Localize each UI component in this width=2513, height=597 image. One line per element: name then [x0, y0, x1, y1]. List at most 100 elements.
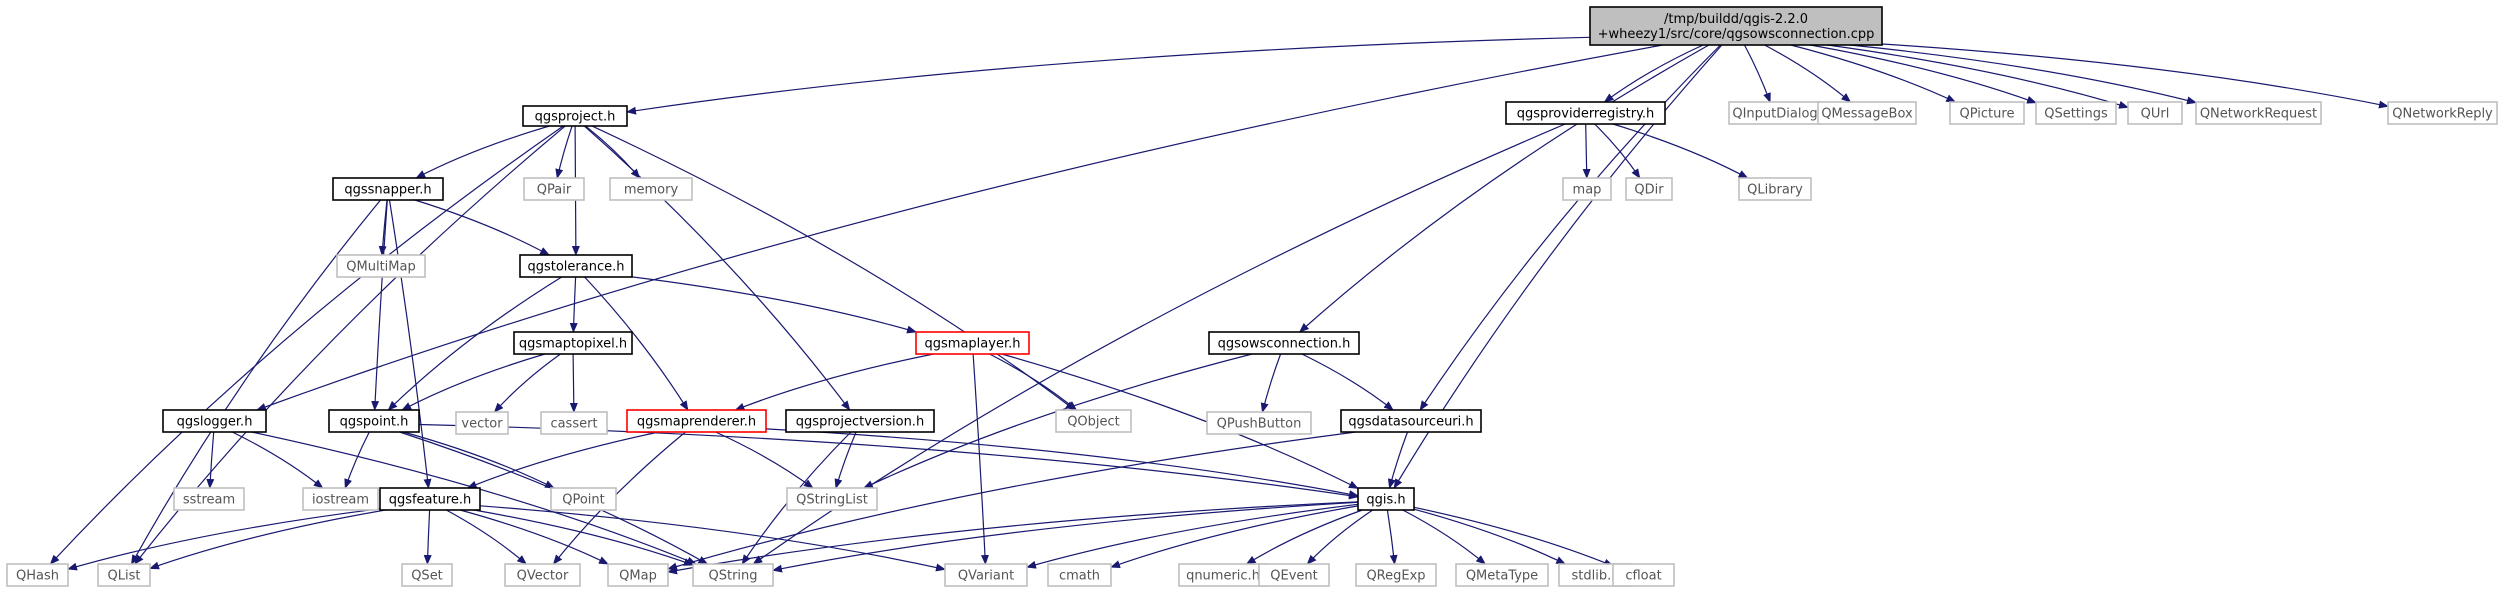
- node-qgsmaptopixel[interactable]: qgsmaptopixel.h: [513, 331, 633, 355]
- node-box: [609, 177, 693, 201]
- node-qgsowsconnectionh[interactable]: qgsowsconnection.h: [1208, 331, 1360, 355]
- node-label: qgslogger.h: [177, 415, 253, 430]
- node-label: QPair: [537, 183, 572, 198]
- node-qnumeric: qnumeric.h: [1178, 563, 1268, 587]
- node-box: [2195, 101, 2322, 125]
- edge-qgsmaplayer-to-QObject: [989, 353, 1078, 411]
- edge-line: [403, 431, 555, 489]
- edge-qgspoint-to-QPoint: [403, 431, 555, 489]
- node-label: QPoint: [562, 493, 605, 508]
- edge-qgssnapper-to-qgspoint: [371, 199, 388, 411]
- edge-qgstolerance-to-qgsmaptopixel: [569, 276, 578, 333]
- node-qgslogger[interactable]: qgslogger.h: [162, 409, 267, 433]
- node-QObject: QObject: [1055, 409, 1132, 433]
- node-box: [302, 487, 379, 511]
- edge-line: [1827, 44, 2129, 109]
- node-label: memory: [624, 183, 679, 198]
- node-box: [1505, 101, 1666, 125]
- edge-qgsmaprenderer-to-QStringList: [715, 431, 814, 489]
- edge-qgslogger-to-iostream: [232, 431, 324, 489]
- node-label: vector: [461, 417, 503, 432]
- edge-line: [1026, 503, 1359, 569]
- node-label: QVariant: [958, 569, 1014, 584]
- edge-line: [1245, 509, 1363, 565]
- node-QStringList: QStringList: [786, 487, 878, 511]
- edge-qgstolerance-to-qgspoint: [387, 276, 563, 411]
- edge-line: [206, 431, 215, 489]
- node-label: +wheezy1/src/core/qgsowsconnection.cpp: [1598, 27, 1875, 42]
- node-qgsprojectversion[interactable]: qgsprojectversion.h: [785, 409, 935, 433]
- edge-qgsfeature-to-QVariant: [479, 505, 946, 572]
- node-root[interactable]: /tmp/buildd/qgis-2.2.0+wheezy1/src/core/…: [1589, 6, 1883, 46]
- edge-qgsmaptopixel-to-vector: [493, 353, 561, 413]
- node-box: [336, 254, 426, 278]
- node-qgsdatasourceuri[interactable]: qgsdatasourceuri.h: [1340, 409, 1482, 433]
- edge-line: [1260, 353, 1282, 413]
- edge-qgslogger-to-sstream: [206, 431, 215, 489]
- node-label: qnumeric.h: [1186, 569, 1260, 584]
- edge-qgsfeature-to-QSet: [423, 509, 432, 565]
- edge-line: [67, 508, 381, 571]
- node-label: QHash: [16, 569, 59, 584]
- node-label: QNetworkRequest: [2200, 107, 2317, 122]
- edge-root-to-QNetworkReply: [1881, 43, 2389, 109]
- node-label: QSettings: [2044, 107, 2108, 122]
- node-label: QMap: [619, 569, 657, 584]
- edge-line: [631, 276, 917, 334]
- node-box: [1612, 563, 1675, 587]
- edge-qgsproject-to-QHash: [49, 125, 564, 565]
- node-box: [1208, 331, 1360, 355]
- node-label: QStringList: [796, 493, 868, 508]
- edge-qgis-to-QRegExp: [1386, 509, 1398, 565]
- node-qgsproject[interactable]: qgsproject.h: [522, 105, 628, 127]
- node-cassert: cassert: [540, 411, 608, 435]
- node-box: [97, 563, 151, 587]
- node-label: cmath: [1059, 569, 1100, 584]
- node-qgstolerance[interactable]: qgstolerance.h: [519, 254, 633, 278]
- node-QList: QList: [97, 563, 151, 587]
- edge-root-to-QSettings: [1810, 44, 2037, 104]
- node-QHash: QHash: [6, 563, 69, 587]
- node-QNetworkReply: QNetworkReply: [2387, 101, 2498, 125]
- edge-line: [715, 431, 814, 489]
- edge-line: [972, 353, 989, 565]
- node-box: [522, 105, 628, 127]
- node-label: QString: [708, 569, 757, 584]
- edge-line: [1301, 353, 1394, 411]
- edge-line: [591, 125, 1076, 411]
- edge-line: [1413, 506, 1614, 567]
- node-box: [1340, 409, 1482, 433]
- edge-line: [1582, 123, 1591, 179]
- node-label: QMetaType: [1466, 569, 1538, 584]
- node-qgsfeature[interactable]: qgsfeature.h: [379, 487, 481, 511]
- edge-line: [667, 431, 1356, 571]
- edge-root-to-qgsowsconnectionh: [1298, 44, 1710, 333]
- edge-line: [371, 199, 388, 411]
- node-QDir: QDir: [1625, 177, 1673, 201]
- edge-qgis-to-stdlib: [1413, 508, 1567, 565]
- edge-qgspoint-to-qgis: [418, 423, 1359, 500]
- node-label: qgstolerance.h: [527, 260, 624, 275]
- node-qgsmaprenderer[interactable]: qgsmaprenderer.h: [626, 409, 767, 433]
- node-qgssnapper[interactable]: qgssnapper.h: [332, 177, 444, 201]
- node-cfloat: cfloat: [1612, 563, 1675, 587]
- node-label: qgis.h: [1366, 493, 1405, 508]
- node-qgsproviderregistry[interactable]: qgsproviderregistry.h: [1505, 101, 1666, 125]
- node-QSettings: QSettings: [2035, 101, 2117, 125]
- node-label: QMessageBox: [1821, 107, 1913, 122]
- node-QVariant: QVariant: [944, 563, 1028, 587]
- edge-qgsproject-to-QPair: [555, 125, 573, 179]
- node-qgis[interactable]: qgis.h: [1357, 487, 1415, 511]
- node-box: [2387, 101, 2498, 125]
- edge-qgsfeature-to-QList: [149, 509, 386, 570]
- node-label: qgsproject.h: [535, 110, 616, 125]
- edge-line: [466, 431, 660, 489]
- node-memory: memory: [609, 177, 693, 201]
- node-QMetaType: QMetaType: [1455, 563, 1549, 587]
- node-label: qgssnapper.h: [344, 183, 431, 198]
- node-qgsmaplayer[interactable]: qgsmaplayer.h: [915, 331, 1030, 355]
- edge-root-to-qgsproject: [626, 36, 1591, 115]
- node-qgspoint[interactable]: qgspoint.h: [328, 409, 420, 433]
- edge-line: [862, 353, 1253, 489]
- edge-qgsowsconnectionh-to-QStringList: [862, 353, 1253, 489]
